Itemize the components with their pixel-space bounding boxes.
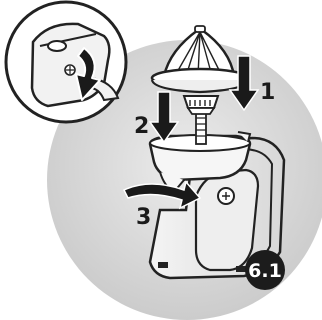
figure-badge: 6.1 <box>245 250 285 290</box>
drive-shaft <box>196 112 206 144</box>
inset-detail <box>6 2 126 122</box>
step-2-label: 2 <box>134 114 149 139</box>
step-1-label: 1 <box>260 80 275 105</box>
step-3-label: 3 <box>136 205 151 230</box>
figure-badge-label: 6.1 <box>248 260 282 282</box>
